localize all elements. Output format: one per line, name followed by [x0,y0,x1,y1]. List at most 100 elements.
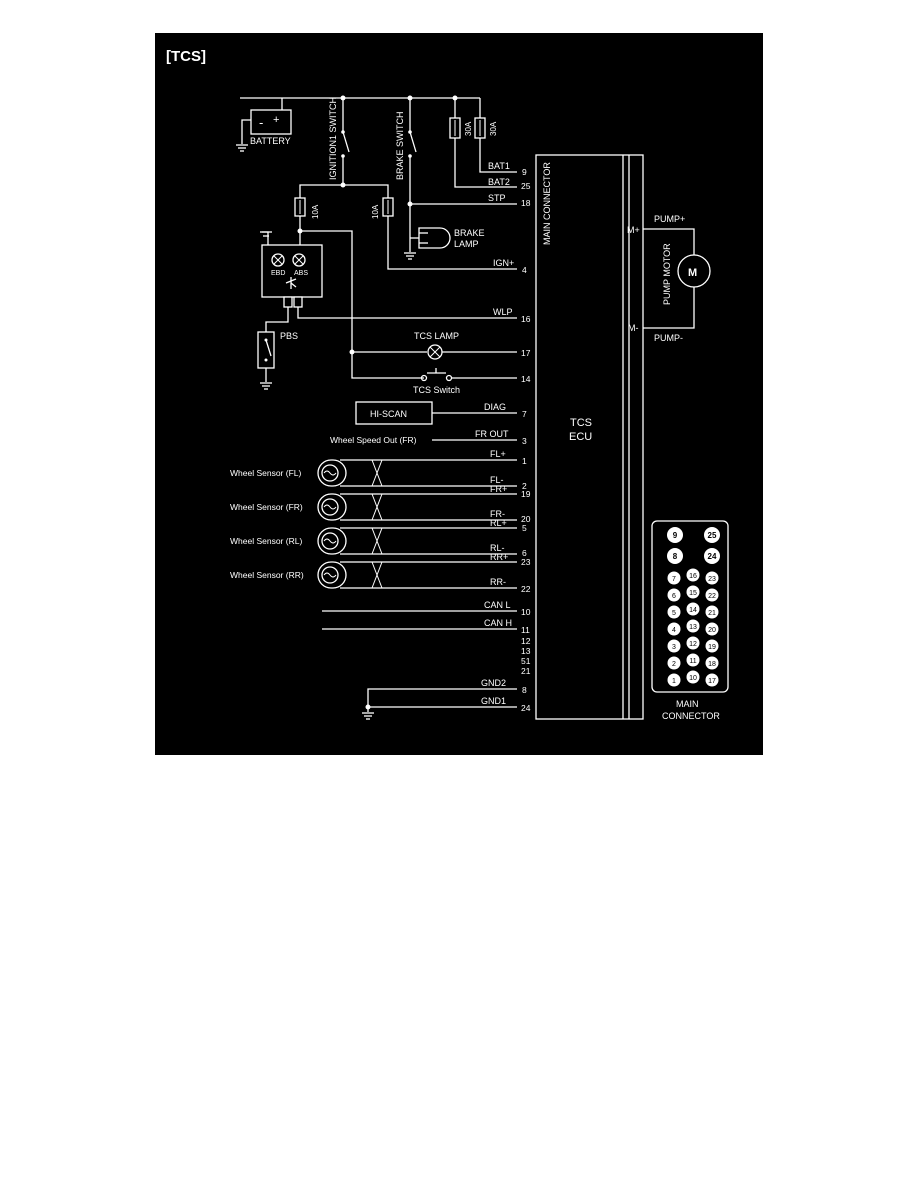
signal-label: FR+ [490,484,507,494]
connector-pin [667,622,681,636]
signal-label: GND2 [481,678,506,688]
brake-lamp-icon [404,227,451,260]
signal-label: CAN H [484,618,512,628]
connector-caption: MAIN [676,699,699,709]
connector-pin [686,653,700,667]
ecu-label: ECU [569,431,592,443]
wheel-sensor-label: Wheel Sensor (RL) [230,536,302,546]
brake-lamp-label: BRAKE [454,228,485,238]
pin-number: 13 [521,646,531,656]
connector-pin [686,670,700,684]
connector-pin [667,639,681,653]
fuse-10a-label: 10A [311,204,320,219]
diagram-title: [TCS] [166,48,206,65]
pin-number: 24 [521,703,531,713]
connector-pin [667,527,683,543]
pbs-switch-icon [257,331,275,390]
pin-number: 2 [522,481,527,491]
signal-label: RL- [490,543,505,553]
battery-icon: - + [236,98,292,152]
svg-text:+: + [273,114,279,126]
connector-pin-label: 24 [708,552,717,561]
ecu-pin-numbers: 9 25 18 4 16 17 14 7 3 1 2 19 20 5 6 23 … [521,167,531,713]
ignition-switch-label: IGNITION1 SWITCH [328,97,338,180]
pin-number: 11 [521,625,530,635]
motor-symbol: M [688,267,697,279]
signal-label: IGN+ [493,258,514,268]
pin-number: 14 [521,374,531,384]
connector-pin-label: 1 [672,678,676,685]
brake-switch-label: BRAKE SWITCH [395,111,405,180]
connector-pin [705,622,719,636]
connector-pin [705,588,719,602]
wheel-sensor-rl [317,527,517,555]
signal-label: FL- [490,475,504,485]
fuse-30a-label: 30A [489,121,498,136]
signal-label: WLP [493,307,513,317]
hi-scan-label: HI-SCAN [370,409,407,419]
connector-pin [667,548,683,564]
pbs-label: PBS [280,331,298,341]
battery-label: BATTERY [250,136,291,146]
tcs-switch-label: TCS Switch [413,385,460,395]
connector-pin-label: 18 [708,661,716,668]
fuse-10a-label: 10A [371,204,380,219]
signal-label: GND1 [481,696,506,706]
connector-pin [704,548,720,564]
pin-number: 21 [521,666,531,676]
pin-number: 16 [521,314,531,324]
brake-lamp-label: LAMP [454,239,479,249]
signal-label: BAT1 [488,161,510,171]
wheel-sensor-label: Wheel Sensor (RR) [230,570,304,580]
connector-pin [705,639,719,653]
signal-label: CAN L [484,600,511,610]
connector-pin-label: 6 [672,593,676,600]
pin-number: 9 [522,167,527,177]
connector-pin [667,605,681,619]
ebd-indicator-label: EBD [271,270,285,277]
connector-pin [686,602,700,616]
connector-pin [704,527,720,543]
connector-pin [667,588,681,602]
signal-label: RL+ [490,518,507,528]
connector-pin [705,673,719,687]
connector-pin-label: 10 [689,675,697,682]
pin-number: 51 [521,656,531,666]
ignition-switch-icon [341,98,350,185]
main-connector-label: MAIN CONNECTOR [542,162,552,245]
connector-pin-label: 9 [673,531,678,540]
pin-number: 17 [521,348,531,358]
pin-number: 19 [521,489,531,499]
pump-motor-icon [677,254,711,288]
wheel-speed-out-label: Wheel Speed Out (FR) [330,435,417,445]
wheel-sensor-fl [317,459,517,487]
tcs-lamp-label: TCS LAMP [414,331,459,341]
wheel-sensor-fr [317,493,517,521]
pin-number: 1 [522,456,527,466]
connector-pin-label: 11 [689,658,696,665]
signal-label: BAT2 [488,177,510,187]
signal-label: STP [488,193,506,203]
connector-pin-label: 12 [689,641,697,648]
pin-number: 22 [521,584,531,594]
connector-pin-label: 8 [673,552,678,561]
connector-pin [705,605,719,619]
pin-number: 12 [521,636,531,646]
pin-number: 10 [521,607,531,617]
signal-label: FL+ [490,449,506,459]
pin-number: 5 [522,523,527,533]
pump-motor-label: PUMP MOTOR [662,243,672,305]
connector-pin-label: 2 [672,661,676,668]
pin-number: 4 [522,265,527,275]
connector-pin-label: 25 [708,531,717,540]
connector-pin [667,571,681,585]
connector-pin-label: 4 [672,627,676,634]
pin-number: 3 [522,436,527,446]
pin-number: 25 [521,181,531,191]
signal-label: DIAG [484,402,506,412]
pin-number: 7 [522,409,527,419]
connector-pin-label: 16 [689,573,697,580]
ground-icon [362,712,374,720]
m-minus-label: M- [628,323,639,333]
